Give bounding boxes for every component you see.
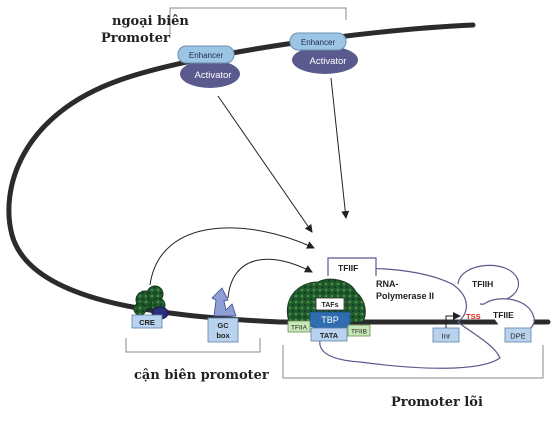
rna-polymerase-label-2: Polymerase II bbox=[376, 291, 434, 301]
distal-label-1: ngoại biên bbox=[112, 14, 189, 29]
activator-label: Activator bbox=[195, 70, 232, 81]
activator-label: Activator bbox=[310, 56, 347, 67]
arrow-gcbox bbox=[227, 258, 313, 299]
core-label: Promoter lõi bbox=[391, 395, 483, 410]
tfiib-label: TFIIB bbox=[351, 329, 367, 336]
tfiib-box bbox=[347, 324, 371, 337]
arrow-activator1 bbox=[217, 95, 313, 233]
inr-label: Inr bbox=[442, 332, 451, 341]
gc-label-1: GC bbox=[217, 321, 229, 330]
dpe-box bbox=[504, 327, 532, 343]
core-bracket bbox=[282, 345, 544, 379]
enhancer-box bbox=[289, 32, 347, 51]
gc-box bbox=[207, 317, 239, 343]
arrow-activator2 bbox=[330, 77, 350, 219]
tfiie-label: TFIIE bbox=[493, 310, 514, 320]
tbp-label: TBP bbox=[321, 315, 339, 325]
rna-polymerase-outline bbox=[319, 267, 501, 369]
cre-binding-protein bbox=[133, 285, 169, 320]
distal-label-2: Promoter bbox=[101, 31, 170, 46]
tfiia-label: TFIIA bbox=[291, 325, 308, 332]
enhancer-label: Enhancer bbox=[189, 51, 224, 60]
tfiia-box bbox=[287, 320, 311, 333]
tata-box bbox=[310, 327, 348, 342]
tss-label: TSS bbox=[466, 312, 481, 321]
distal-bracket bbox=[169, 7, 347, 38]
gc-label-2: box bbox=[216, 331, 230, 340]
tss-arrow bbox=[445, 312, 461, 328]
activator-blob bbox=[180, 60, 240, 88]
tata-label: TATA bbox=[320, 331, 339, 340]
enhancer-activator-1: Enhancer Activator bbox=[177, 45, 240, 88]
enhancer-activator-2: Enhancer Activator bbox=[289, 32, 358, 74]
enhancer-box bbox=[177, 45, 235, 64]
dpe-label: DPE bbox=[510, 332, 525, 341]
cre-box bbox=[131, 314, 163, 329]
gc-binding-protein bbox=[211, 287, 237, 317]
tafs-label: TAFs bbox=[322, 302, 339, 309]
cre-label: CRE bbox=[139, 318, 155, 327]
tafs-box bbox=[315, 297, 345, 311]
activator-blob bbox=[292, 46, 358, 74]
tfiif-label: TFIIF bbox=[338, 263, 358, 273]
arrow-cre bbox=[149, 227, 315, 286]
tfiif-shape bbox=[327, 257, 377, 276]
rna-polymerase-label-1: RNA- bbox=[376, 279, 399, 289]
proximal-bracket bbox=[125, 338, 261, 353]
enhancer-label: Enhancer bbox=[301, 38, 336, 47]
proximal-label: cận biên promoter bbox=[134, 368, 269, 383]
tfiih-label: TFIIH bbox=[472, 279, 493, 289]
